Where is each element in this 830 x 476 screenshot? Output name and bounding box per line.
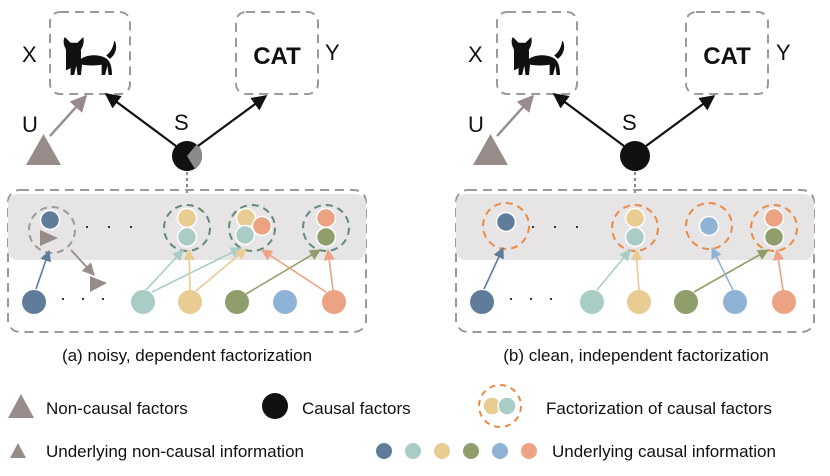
- svg-text:·: ·: [508, 288, 514, 308]
- svg-text:·: ·: [84, 216, 90, 236]
- s-label: S: [174, 110, 189, 135]
- factor-box-a: [7, 189, 367, 333]
- y-label-box: [235, 11, 319, 95]
- factor-box-b: [455, 189, 815, 333]
- x-label: X: [22, 42, 37, 67]
- caption-a: (a) noisy, dependent factorization: [62, 346, 312, 365]
- y-label: Y: [325, 40, 340, 65]
- legend-underlying-non-causal: Underlying non-causal information: [46, 442, 304, 461]
- u-label: U: [22, 112, 38, 137]
- y-label-box-b: [685, 11, 769, 95]
- causal-node-icon: [620, 141, 650, 171]
- x-label-b: X: [468, 42, 483, 67]
- u-label-b: U: [468, 112, 484, 137]
- svg-text:·: ·: [128, 216, 134, 236]
- legend: Non-causal factors Causal factors Factor…: [8, 384, 776, 461]
- svg-text:·: ·: [548, 288, 554, 308]
- svg-text:·: ·: [552, 216, 558, 236]
- caption-b: (b) clean, independent factorization: [503, 346, 769, 365]
- x-image-box: [49, 11, 131, 95]
- svg-text:·: ·: [106, 216, 112, 236]
- cat-icon: [63, 37, 117, 75]
- panel-a: X CAT Y U S · · ·: [7, 11, 367, 365]
- svg-text:·: ·: [528, 288, 534, 308]
- s-label-b: S: [622, 110, 637, 135]
- triangle-icon: [10, 443, 26, 458]
- cat-icon: [511, 37, 565, 75]
- causal-node-icon: [262, 393, 288, 419]
- svg-text:·: ·: [100, 288, 106, 308]
- svg-text:·: ·: [60, 288, 66, 308]
- cat-text: CAT: [253, 43, 301, 70]
- triangle-icon: [473, 134, 508, 165]
- x-image-box-b: [496, 11, 578, 95]
- legend-factorization: Factorization of causal factors: [546, 399, 772, 418]
- cat-text-b: CAT: [703, 43, 751, 70]
- legend-non-causal: Non-causal factors: [46, 399, 188, 418]
- legend-causal: Causal factors: [302, 399, 411, 418]
- triangle-icon: [8, 394, 34, 418]
- y-label-b: Y: [776, 40, 791, 65]
- svg-text:·: ·: [80, 288, 86, 308]
- panel-b: X CAT Y U S · · · · · ·: [455, 11, 815, 365]
- legend-underlying-causal: Underlying causal information: [552, 442, 776, 461]
- triangle-icon: [26, 134, 61, 165]
- svg-text:·: ·: [530, 216, 536, 236]
- svg-text:·: ·: [574, 216, 580, 236]
